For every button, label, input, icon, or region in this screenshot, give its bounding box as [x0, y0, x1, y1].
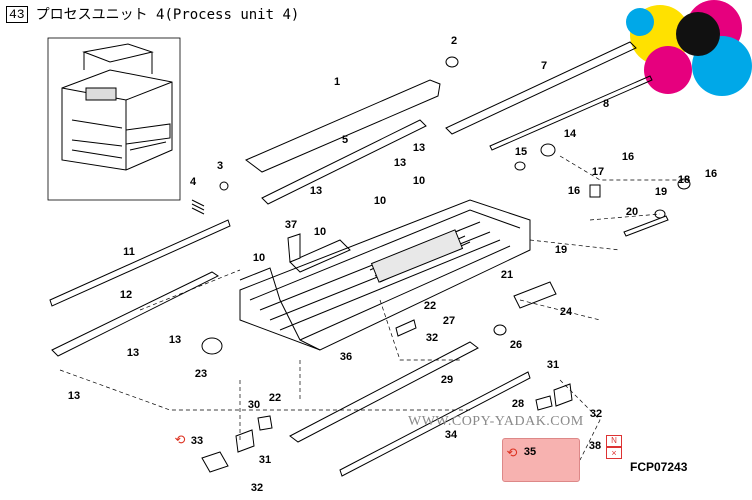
callout-13a: 13: [412, 142, 426, 154]
watermark: WWW.COPY-YADAK.COM: [408, 414, 584, 429]
replace-arrow-icon-33: ⟲: [174, 432, 186, 447]
callout-16a: 16: [621, 151, 635, 163]
rail-12: [51, 271, 219, 357]
callout-14: 14: [563, 128, 577, 140]
callout-16b: 16: [567, 185, 581, 197]
part-26: [493, 324, 507, 336]
callout-10c: 10: [313, 226, 327, 238]
callout-7: 7: [540, 60, 548, 72]
callout-18: 18: [677, 174, 691, 186]
rail-7: [445, 41, 637, 135]
bracket-24: [513, 281, 557, 309]
part-27: [395, 319, 417, 337]
callout-36: 36: [339, 351, 353, 363]
copier-inset: [47, 37, 181, 201]
part-15: [514, 161, 526, 171]
callout-10d: 10: [252, 252, 266, 264]
gear-14: [540, 143, 556, 157]
gear-18: [677, 178, 691, 190]
rail-5: [261, 119, 427, 205]
callout-2: 2: [450, 35, 458, 47]
part-31a: [235, 429, 255, 453]
rail-11: [49, 219, 231, 307]
part-28: [535, 395, 553, 411]
rail-parts: [49, 41, 653, 477]
leader-lines: [59, 155, 690, 461]
callout-19b: 19: [554, 244, 568, 256]
callout-20: 20: [625, 206, 639, 218]
callout-1: 1: [333, 76, 341, 88]
bar-34: [339, 371, 531, 477]
callout-34: 34: [444, 429, 458, 441]
part-33: [201, 451, 229, 473]
callout-12: 12: [119, 289, 133, 301]
callout-13f: 13: [67, 390, 81, 402]
cross-marker-icon: ×: [606, 447, 622, 459]
small-parts: [191, 56, 691, 473]
callout-19a: 19: [654, 186, 668, 198]
callout-30: 30: [247, 399, 261, 411]
page-title: プロセスユニット 4(Process unit 4): [35, 7, 300, 23]
callout-24: 24: [559, 306, 573, 318]
callout-29: 29: [440, 374, 454, 386]
callout-27: 27: [442, 315, 456, 327]
callout-35: 35: [523, 446, 537, 458]
callout-13e: 13: [126, 347, 140, 359]
highlight-box-35: [502, 438, 580, 482]
new-marker-icon: N: [606, 435, 622, 447]
callout-21: 21: [500, 269, 514, 281]
callout-8: 8: [602, 98, 610, 110]
part-17: [589, 184, 601, 198]
callout-33: 33: [190, 435, 204, 447]
callout-13c: 13: [309, 185, 323, 197]
callout-10a: 10: [373, 195, 387, 207]
spring-4: [191, 199, 205, 215]
callout-37: 37: [284, 219, 298, 231]
callout-32c: 32: [250, 482, 264, 494]
callout-3: 3: [216, 160, 224, 172]
part-37: [287, 233, 301, 263]
callout-17: 17: [591, 166, 605, 178]
bracket-1: [245, 79, 441, 173]
callout-31a: 31: [258, 454, 272, 466]
callout-31b: 31: [546, 359, 560, 371]
callout-13d: 13: [168, 334, 182, 346]
callout-32a: 32: [425, 332, 439, 344]
callout-32b: 32: [589, 408, 603, 420]
motor-23: [201, 337, 223, 355]
part-31b: [553, 383, 573, 407]
part-2: [445, 56, 459, 68]
cmyk-logo: [626, 0, 752, 96]
page-header: 43 プロセスユニット 4(Process unit 4): [6, 4, 299, 24]
callout-15: 15: [514, 146, 528, 158]
callout-4: 4: [189, 176, 197, 188]
callout-5: 5: [341, 134, 349, 146]
callout-22a: 22: [423, 300, 437, 312]
rail-8: [489, 75, 653, 151]
main-frame-36: [239, 199, 531, 351]
callout-13b: 13: [393, 157, 407, 169]
replace-arrow-icon: ⟲: [506, 445, 518, 460]
callout-28: 28: [511, 398, 525, 410]
roller-29: [289, 341, 479, 443]
callout-16c: 16: [704, 168, 718, 180]
figure-code: FCP07243: [630, 460, 688, 474]
callout-23: 23: [194, 368, 208, 380]
page-number: 43: [6, 5, 28, 23]
callout-26: 26: [509, 339, 523, 351]
callout-22b: 22: [268, 392, 282, 404]
part-3: [219, 181, 229, 191]
callout-10b: 10: [412, 175, 426, 187]
shaft-20: [623, 215, 669, 237]
callout-11: 11: [123, 246, 135, 258]
callout-38: 38: [588, 440, 602, 452]
part-30: [257, 415, 273, 431]
